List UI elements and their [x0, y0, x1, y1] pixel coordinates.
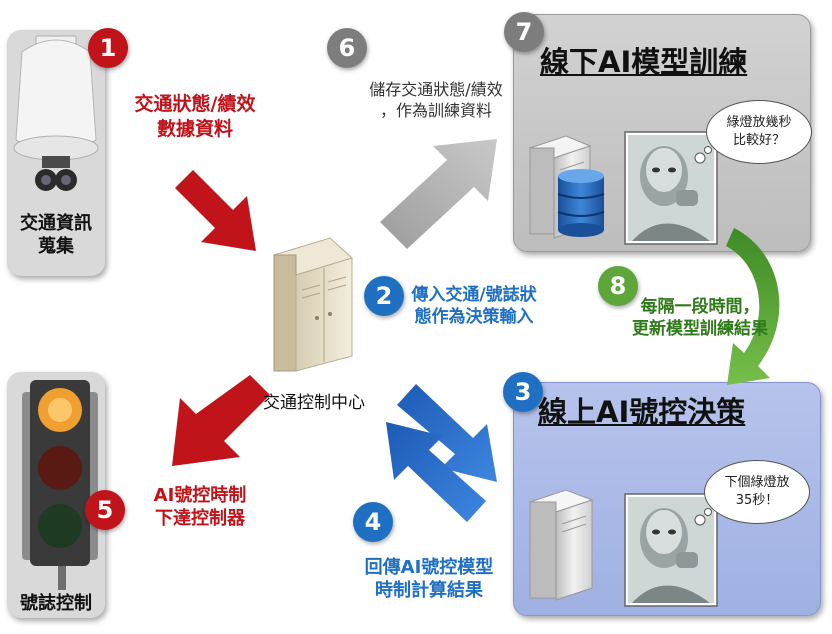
server-icon	[528, 489, 594, 601]
step-badge-4: 4	[353, 502, 393, 542]
step-4-line1: 回傳AI號控模型	[364, 557, 494, 578]
step-6-text: 儲存交通狀態/績效 ，作為訓練資料	[354, 80, 518, 122]
step-4-line2: 時制計算結果	[375, 580, 483, 602]
step-badge-5: 5	[85, 490, 125, 530]
step-8-line2: 更新模型訓練結果	[632, 319, 768, 340]
camera-label: 交通資訊 蒐集	[7, 212, 105, 259]
arrow-4-to-center	[386, 422, 486, 522]
step-5-line2: 下達控制器	[155, 508, 245, 530]
camera-label-line1: 交通資訊	[20, 213, 92, 234]
arrow-6-to-offline	[380, 139, 497, 249]
step-1-line1: 交通狀態/績效	[134, 93, 256, 115]
thought-bubble-tail	[694, 146, 712, 526]
online-decision-title: 線上AI號控決策	[538, 395, 746, 429]
offline-thought-bubble: 綠燈放幾秒 比較好？	[706, 100, 812, 164]
traffic-light-icon	[22, 380, 98, 590]
step-badge-3: 3	[503, 372, 543, 412]
step-2-text: 傳入交通/號誌狀 態作為決策輸入	[404, 284, 544, 328]
arrow-2-to-online	[397, 384, 497, 482]
step-1-line2: 數據資料	[156, 117, 233, 140]
arrow-1-to-center	[175, 170, 256, 251]
robot-icon	[624, 131, 718, 245]
offline-bubble-line1: 綠燈放幾秒	[726, 115, 792, 131]
arrow-8-curved	[726, 228, 780, 385]
step-badge-7: 7	[504, 12, 544, 52]
step-4-text: 回傳AI號控模型 時制計算結果	[352, 556, 506, 603]
step-1-text: 交通狀態/績效 數據資料	[120, 92, 270, 141]
robot-icon	[624, 493, 718, 607]
security-camera-icon	[13, 35, 99, 191]
control-center-label: 交通控制中心	[263, 393, 365, 413]
step-badge-2: 2	[364, 276, 404, 316]
arrow-5-to-signal	[172, 375, 270, 466]
database-icon	[557, 169, 605, 237]
step-6-line1: 儲存交通狀態/績效	[369, 80, 503, 99]
step-badge-8: 8	[598, 266, 638, 306]
online-thought-bubble: 下個綠燈放 35秒！	[704, 460, 810, 524]
step-2-line2: 態作為決策輸入	[414, 307, 534, 328]
step-5-text: AI號控時制 下達控制器	[130, 484, 270, 531]
step-8-line1: 每隔一段時間，	[640, 297, 760, 317]
step-2-line1: 傳入交通/號誌狀	[411, 285, 537, 305]
step-badge-6: 6	[327, 28, 367, 68]
offline-training-title: 線下AI模型訓練	[540, 45, 748, 79]
offline-bubble-line2: 比較好？	[732, 133, 785, 148]
camera-label-line2: 蒐集	[38, 236, 74, 258]
server-cabinet-icon	[273, 237, 353, 372]
signal-label: 號誌控制	[20, 593, 92, 614]
step-6-line2: ，作為訓練資料	[379, 100, 492, 120]
online-bubble-line2: 35秒！	[735, 493, 779, 508]
step-badge-1: 1	[88, 28, 128, 68]
step-5-line1: AI號控時制	[153, 485, 247, 506]
step-8-text: 每隔一段時間， 更新模型訓練結果	[620, 296, 780, 340]
online-bubble-line1: 下個綠燈放	[724, 475, 790, 491]
